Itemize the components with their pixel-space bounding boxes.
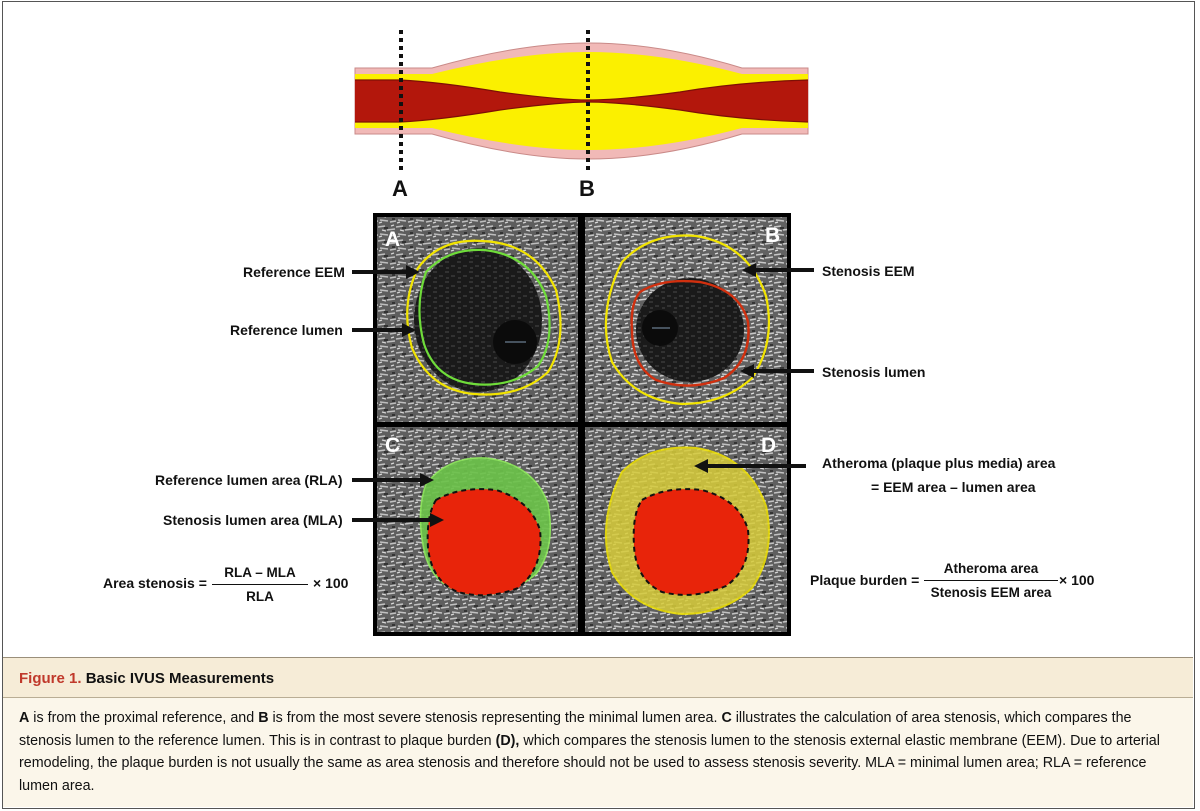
rla-label: Reference lumen area (RLA): [155, 472, 343, 488]
mla-fill: [426, 488, 542, 597]
area-stenosis-denominator: RLA: [246, 589, 274, 605]
mla-label: Stenosis lumen area (MLA): [163, 512, 343, 528]
plaque-burden-denominator: Stenosis EEM area: [930, 585, 1052, 601]
atheroma-label-line2: = EEM area – lumen area: [871, 479, 1036, 495]
area-stenosis-label: Area stenosis =: [103, 575, 207, 591]
stenosis-lumen-contour: [630, 279, 750, 387]
panel-c-image: [377, 427, 578, 632]
stenosis-lumen-label: Stenosis lumen: [822, 364, 926, 380]
plaque-burden-multiplier: × 100: [1059, 572, 1095, 588]
fraction-bar: [924, 580, 1058, 582]
panel-a-image: [377, 217, 578, 422]
vessel-schematic: [354, 30, 809, 172]
annotation-arrows: [352, 263, 814, 527]
reference-eem-contour: [406, 239, 562, 396]
caption-text: A is from the proximal reference, and B …: [19, 710, 1160, 794]
stenosis-lumen-fill: [632, 488, 750, 596]
panel-label-d: D: [761, 434, 777, 457]
caption-title: Figure 1. Basic IVUS Measurements: [19, 670, 274, 687]
caption-header: Figure 1. Basic IVUS Measurements: [3, 657, 1193, 697]
panel-d-image: [585, 427, 787, 632]
area-stenosis-fraction: RLA – MLA RLA: [212, 565, 308, 604]
cut-label-a: A: [392, 176, 408, 201]
area-stenosis-multiplier: × 100: [313, 575, 349, 591]
cut-label-b: B: [579, 176, 595, 201]
lumen-channel: [355, 80, 808, 122]
area-stenosis-numerator: RLA – MLA: [224, 565, 296, 580]
figure-number: Figure 1.: [19, 670, 82, 687]
panel-label-b: B: [765, 224, 781, 247]
atheroma-label-line1: Atheroma (plaque plus media) area: [822, 455, 1056, 471]
plaque-burden-fraction: Atheroma area Stenosis EEM area: [924, 561, 1058, 600]
fraction-bar: [212, 584, 308, 586]
plaque-burden-label: Plaque burden =: [810, 572, 920, 588]
figure-title: Basic IVUS Measurements: [85, 670, 275, 687]
panel-b-image: [585, 217, 787, 422]
caption-body: A is from the proximal reference, and B …: [3, 697, 1193, 807]
plaque-burden-numerator: Atheroma area: [943, 561, 1039, 576]
panel-label-a: A: [385, 228, 401, 251]
stenosis-eem-contour: [604, 234, 771, 406]
reference-lumen-label: Reference lumen: [230, 322, 343, 338]
panel-label-c: C: [385, 434, 401, 457]
reference-eem-label: Reference EEM: [243, 264, 345, 280]
stenosis-eem-label: Stenosis EEM: [822, 263, 915, 279]
ivus-diagram: [352, 30, 814, 636]
reference-lumen-contour: [418, 248, 551, 386]
